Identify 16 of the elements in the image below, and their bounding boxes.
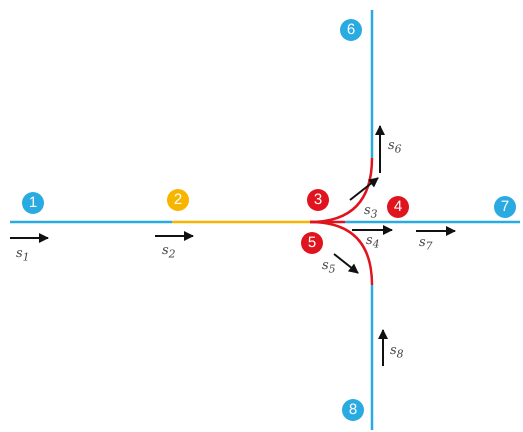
numbered-circle: 7: [494, 196, 516, 218]
numbered-circle: 3: [307, 189, 329, 211]
segment-label: s$_{4}$: [366, 233, 380, 251]
numbered-circle: 1: [22, 192, 44, 214]
numbered-circle: 6: [340, 19, 362, 41]
segment-label: s$_{7}$: [419, 235, 433, 253]
segment-label: s$_{2}$: [162, 243, 176, 261]
segment-label: s$_{6}$: [388, 138, 402, 156]
segment-label: s$_{5}$: [322, 258, 336, 276]
numbered-circle: 4: [387, 196, 409, 218]
numbered-circle: 5: [301, 232, 323, 254]
segment-label: s$_{1}$: [16, 246, 30, 264]
segment-label: s$_{3}$: [364, 203, 378, 221]
numbered-circle: 2: [167, 189, 189, 211]
numbered-circle: 8: [342, 399, 364, 421]
segment-label: s$_{8}$: [390, 343, 404, 361]
